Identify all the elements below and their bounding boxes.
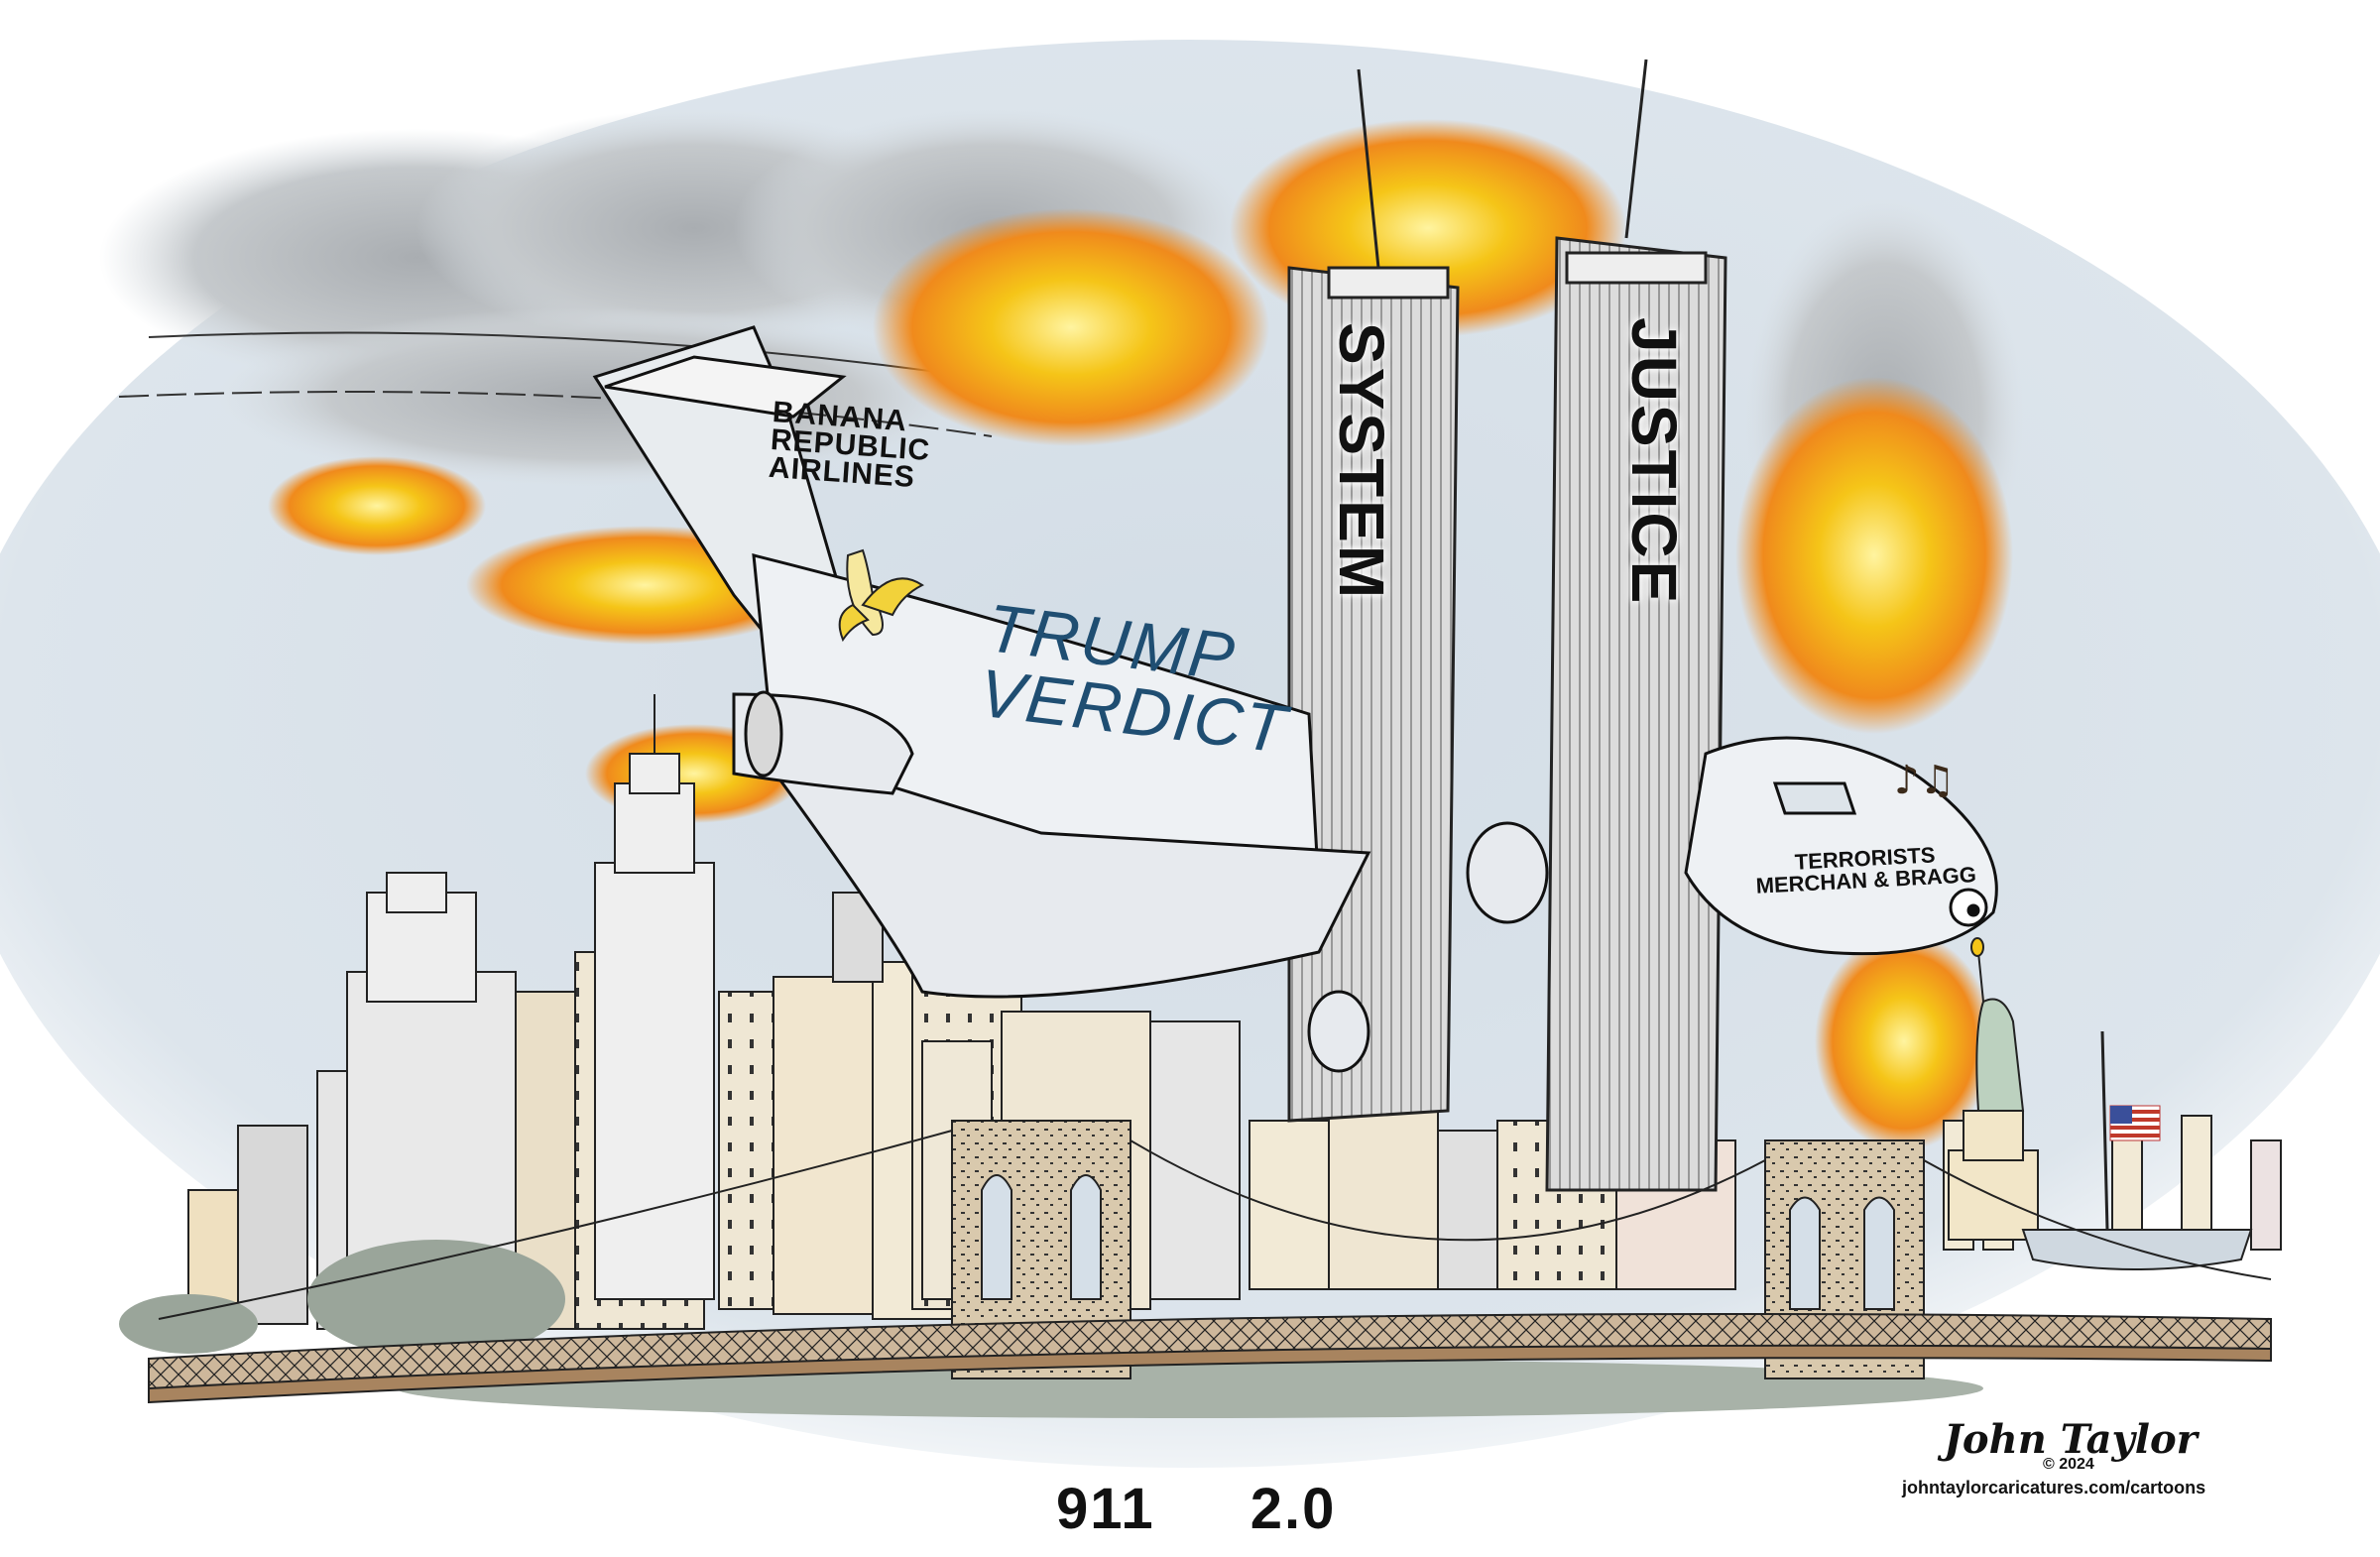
banana-icon (838, 548, 924, 643)
us-flag-half-mast-icon (2100, 1030, 2161, 1231)
artist-signature: John Taylor (1944, 1416, 2198, 1463)
cartoon-caption: 911 2.0 (1056, 1477, 1337, 1541)
music-notes-icon: ♪♫ (1894, 758, 1955, 803)
tower-label-justice: JUSTICE (1618, 317, 1690, 607)
tower-justice (1545, 236, 1727, 1192)
plane-terrorists (1307, 736, 1998, 1073)
brooklyn-bridge (148, 1120, 2272, 1404)
tail-airline-label: BANANA REPUBLIC AIRLINES (768, 396, 933, 494)
tower-label-system: SYSTEM (1326, 322, 1397, 602)
plane-trump-verdict (592, 325, 1371, 999)
svg-text:♪♫: ♪♫ (1894, 758, 1955, 803)
artist-website: johntaylorcaricatures.com/cartoons (1902, 1478, 2206, 1497)
copyright-notice: © 2024 (2043, 1456, 2094, 1473)
